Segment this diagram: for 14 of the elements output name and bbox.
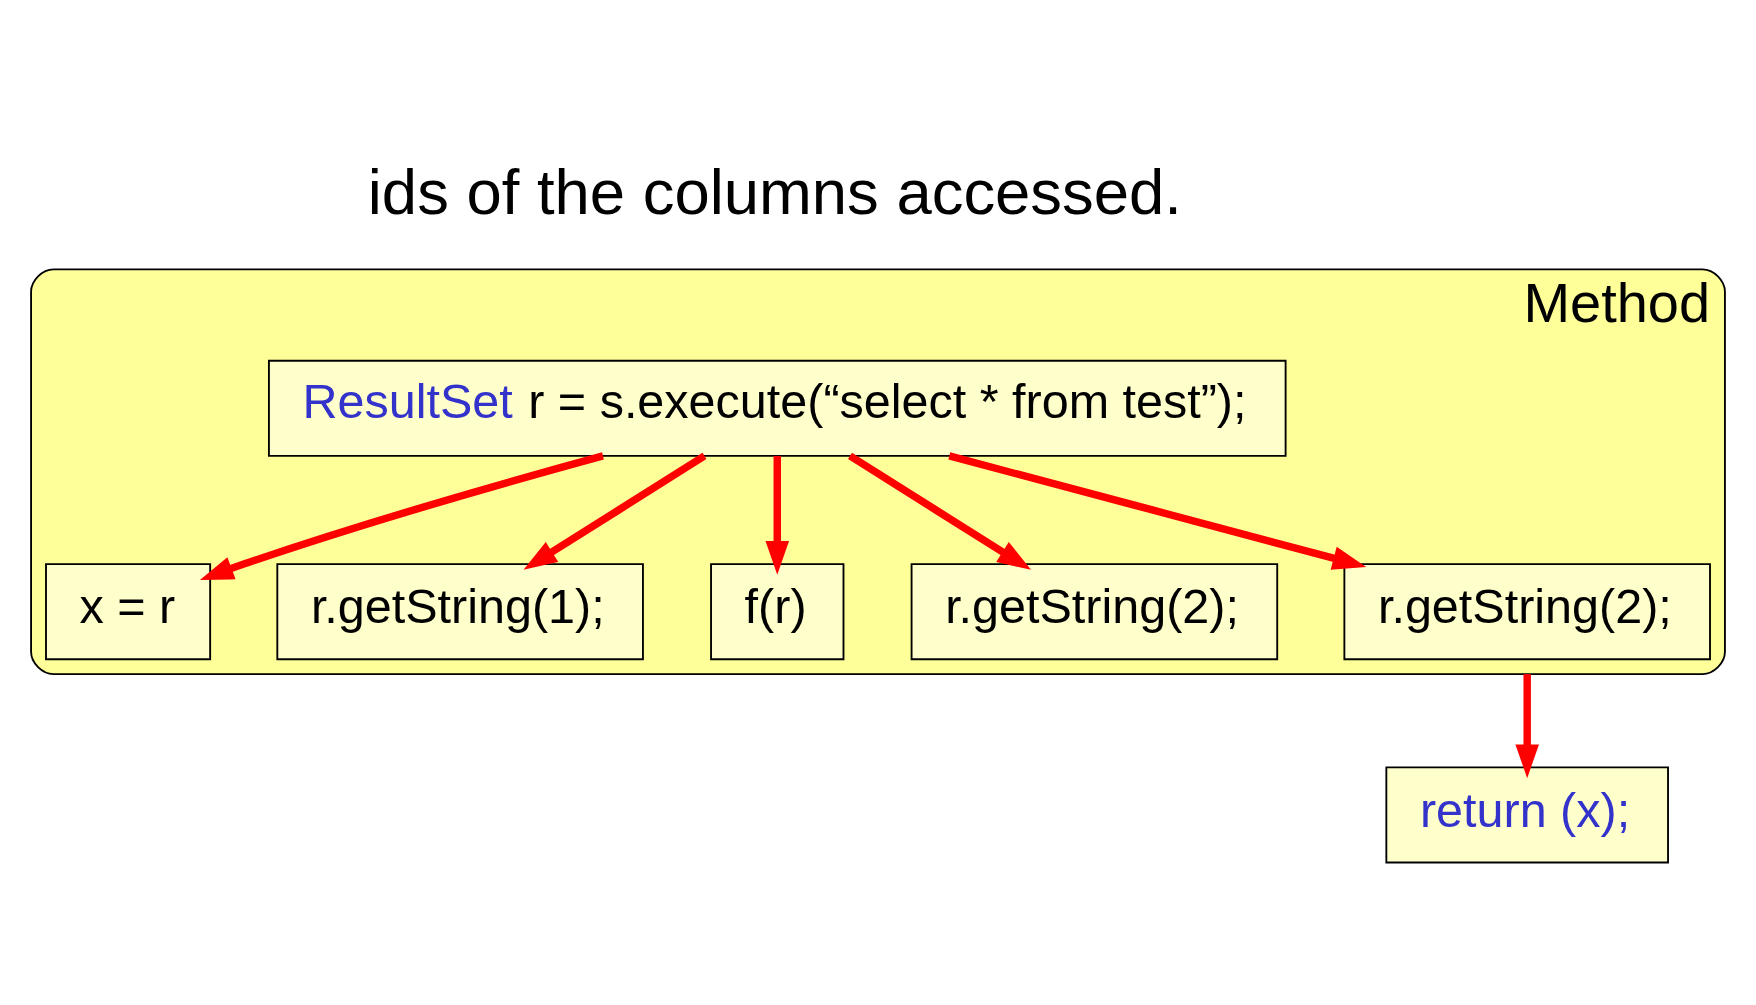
arrow [765,455,790,575]
arrow [848,452,1031,570]
node-box: r.getString(2); [910,563,1279,661]
node-box: return (x); [1385,766,1669,864]
arrow [948,452,1367,570]
arrow [523,452,707,570]
label: ids of the columns accessed. [367,156,1182,227]
node-box: x = r [45,563,212,661]
node-box: f(r) [710,563,845,661]
node-box: ResultSet r = s.execute(“select * from test”); [268,359,1287,457]
arrow [1515,674,1539,779]
node-box: r.getString(2); [1343,563,1711,661]
arrow [199,452,604,580]
node-box: r.getString(1); [276,563,644,661]
